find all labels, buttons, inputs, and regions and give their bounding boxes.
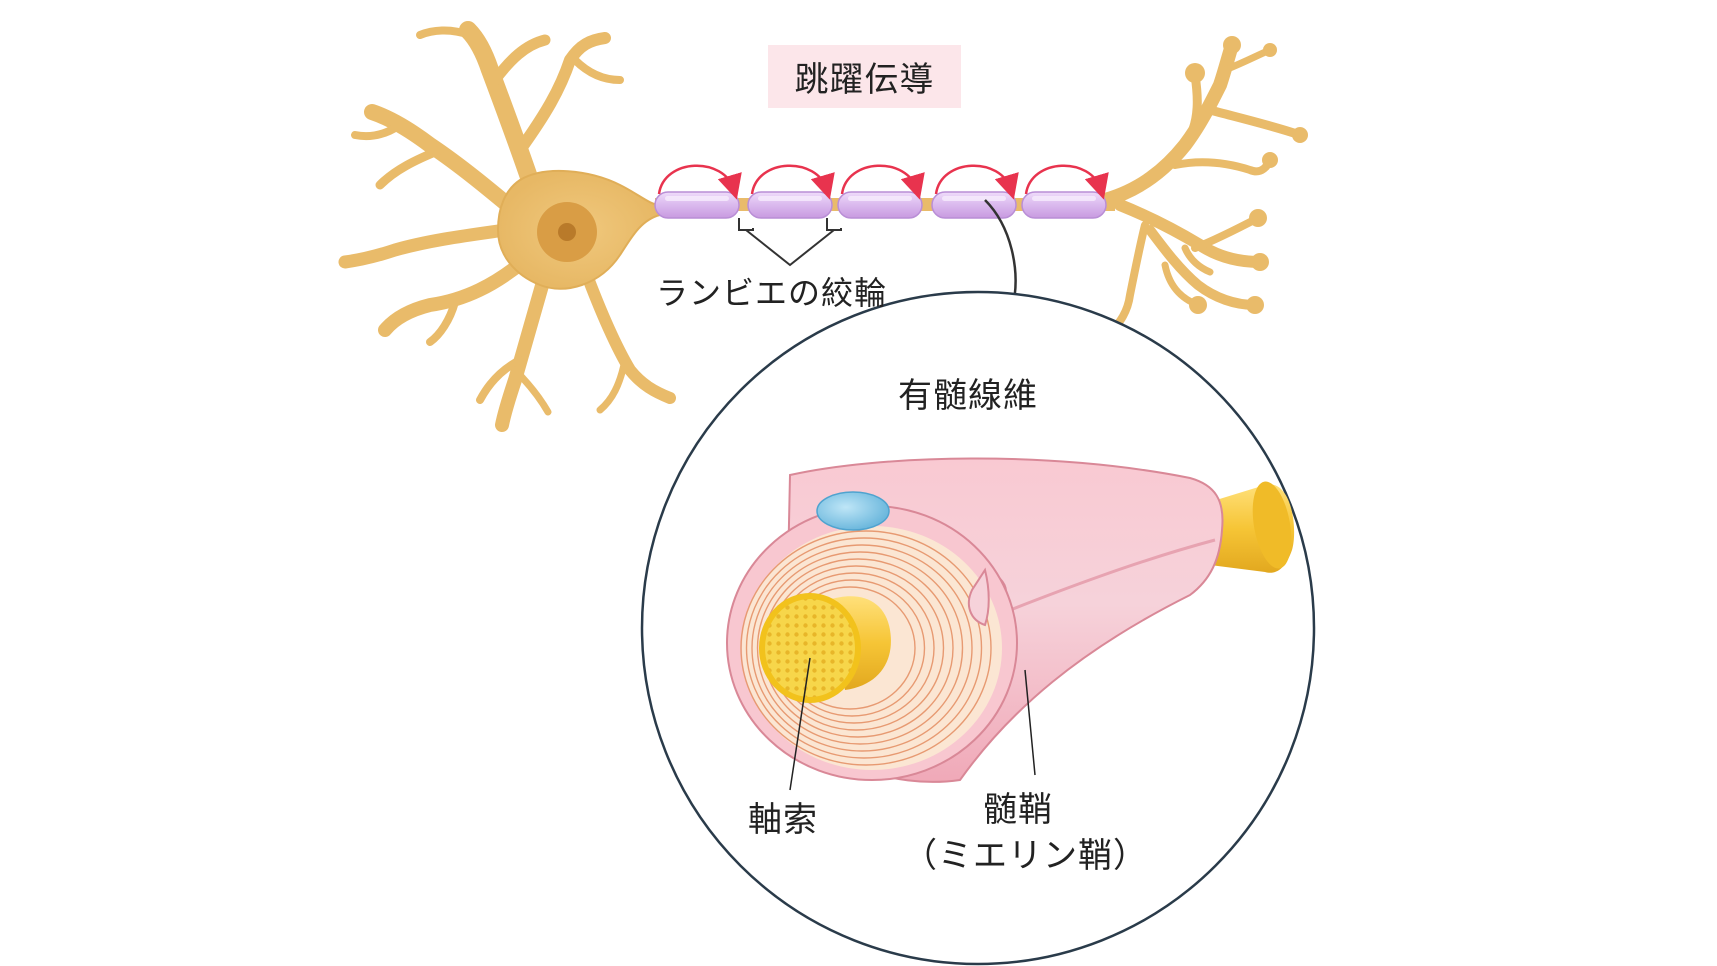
jump-arrow [657, 164, 742, 200]
lamella-ring [751, 544, 973, 752]
myelin-sheath-label: 髄鞘 [983, 790, 1053, 830]
nucleolus [558, 223, 576, 241]
myelin-segment [654, 191, 740, 219]
jump-arrow [750, 164, 835, 200]
myelin-leader-line [1024, 669, 1036, 776]
myelin-segment [747, 191, 833, 219]
myelin-segment-highlight [1032, 196, 1096, 201]
ranvier-bracket [738, 218, 842, 267]
myelin-segment [1021, 191, 1107, 219]
lamella-ring [756, 551, 964, 745]
myelin-segments [654, 191, 1107, 219]
myelin-sheath-alt-label: （ミエリン鞘） [903, 836, 1148, 876]
myelin-segment-highlight [848, 196, 912, 201]
myelin-segment-highlight [665, 196, 729, 201]
ranvier-node-label: ランビエの絞輪 [656, 274, 888, 312]
saltatory-jump-arrows [657, 164, 1109, 200]
jump-arrow [840, 164, 925, 200]
myelin-segment-highlight [758, 196, 822, 201]
axon-core-face [759, 593, 861, 703]
myelin-segment-highlight [942, 196, 1006, 201]
myelin-segment [837, 191, 923, 219]
myelinated-fiber-label: 有髄線維 [898, 376, 1038, 416]
jump-arrow [1024, 164, 1109, 200]
dendrites [338, 21, 676, 432]
lamella-ring [745, 537, 983, 759]
myelinated-fiber-illustration [726, 457, 1295, 783]
schwann-nucleus [816, 491, 890, 531]
jump-arrow [934, 164, 1019, 200]
diagram-title: 跳躍伝導 [768, 45, 961, 108]
axon-terminals [1098, 38, 1305, 334]
lamella-ring [740, 530, 992, 766]
myelin-segment [931, 191, 1017, 219]
axon-leader-line [789, 657, 811, 791]
axon-label: 軸索 [748, 800, 818, 840]
